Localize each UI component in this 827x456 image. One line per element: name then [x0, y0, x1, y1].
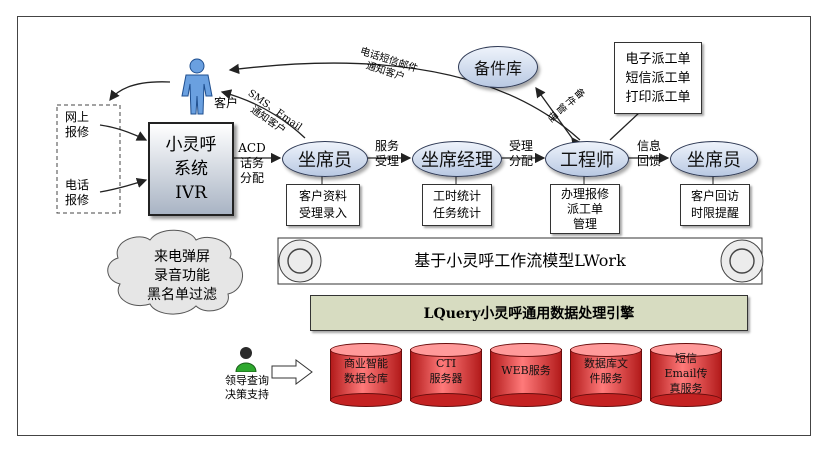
parts-store-node: 备件库 — [458, 46, 538, 88]
agent2-node: 坐席员 — [670, 141, 758, 177]
db1-line-1: 商业智能 — [344, 357, 388, 370]
acd-line-3: 分配 — [239, 171, 264, 185]
phone-report-label: 电话报修 — [64, 178, 89, 207]
cloud-line-2: 录音功能 — [154, 268, 210, 284]
info-feedback-line-1: 信息 — [636, 139, 661, 153]
data-engine-bar: LQuery小灵呼通用数据处理引擎 — [310, 295, 748, 331]
agent-function-box: 客户资料 受理录入 — [286, 184, 360, 226]
ivr-system-box: 小灵呼 系统 IVR — [148, 122, 234, 216]
acd-line-2: 话务 — [239, 156, 264, 170]
online-report-label: 网上报修 — [64, 110, 89, 139]
cloud-line-3: 黑名单过滤 — [147, 287, 217, 303]
agent-node: 坐席员 — [282, 141, 368, 177]
dispatch-type-sms: 短信派工单 — [625, 70, 691, 86]
service-accept-label: 服务 受理 — [370, 139, 404, 169]
report-channel-box — [56, 104, 121, 214]
customer-person-icon — [181, 58, 213, 115]
ivr-line-1: 小灵呼 — [165, 135, 217, 155]
info-feedback-line-2: 回馈 — [636, 154, 661, 168]
ivr-line-3: IVR — [175, 183, 207, 203]
agent-manager-node: 坐席经理 — [412, 141, 502, 177]
accept-dispatch-line-1: 受理 — [508, 139, 533, 153]
leader-person-icon — [235, 347, 257, 372]
db-file-service-db: 数据库文件服务 — [570, 343, 642, 407]
web-service-db: WEB服务 — [490, 343, 562, 407]
cti-server-db: CTI 服务器 — [410, 343, 482, 407]
db1-line-2: 数据仓库 — [344, 372, 388, 385]
leader-line-1: 领导查询 — [225, 374, 269, 387]
feature-cloud — [107, 229, 243, 315]
manager-function-line-2: 任务统计 — [432, 206, 481, 220]
service-accept-line-1: 服务 — [374, 139, 399, 153]
dispatch-types-box: 电子派工单 短信派工单 打印派工单 — [614, 42, 702, 114]
engineer-function-line-3: 管理 — [572, 216, 597, 231]
sms-email-fax-db: 短信 Email传真服务 — [650, 343, 722, 407]
db5-line-3: 真服务 — [669, 382, 703, 395]
engineer-function-box: 办理报修 派工单 管理 — [550, 184, 620, 234]
engineer-function-line-2: 派工单 — [566, 201, 603, 216]
agent2-function-line-1: 客户回访 — [690, 189, 739, 203]
db5-line-1: 短信 — [675, 352, 697, 365]
leader-line-2: 决策支持 — [225, 388, 269, 401]
db2-line-2: 服务器 — [429, 372, 463, 385]
ivr-line-2: 系统 — [174, 159, 208, 179]
agent-function-line-2: 受理录入 — [298, 206, 347, 220]
engineer-function-line-1: 办理报修 — [560, 186, 609, 201]
dispatch-type-print: 打印派工单 — [625, 89, 691, 105]
dispatch-type-electronic: 电子派工单 — [625, 51, 691, 67]
info-feedback-label: 信息 回馈 — [632, 139, 666, 169]
manager-function-box: 工时统计 任务统计 — [422, 184, 492, 226]
engineer-node: 工程师 — [545, 141, 629, 177]
db5-line-2: Email传 — [664, 367, 708, 380]
accept-dispatch-line-2: 分配 — [508, 154, 533, 168]
leader-label: 领导查询 决策支持 — [218, 374, 276, 402]
db2-line-1: CTI — [435, 357, 457, 370]
db4-line-1: 数据库文 — [584, 357, 628, 370]
agent2-function-line-2: 时限提醒 — [690, 206, 739, 220]
acd-label: ACD 话务 分配 — [236, 141, 268, 186]
agent2-function-box: 客户回访 时限提醒 — [680, 184, 750, 226]
bi-data-warehouse-db: 商业智能数据仓库 — [330, 343, 402, 407]
db3-line-1: WEB服务 — [501, 364, 551, 377]
manager-function-line-1: 工时统计 — [432, 189, 481, 203]
accept-dispatch-label: 受理 分配 — [504, 139, 538, 169]
acd-line-1: ACD — [238, 141, 266, 155]
cloud-line-1: 来电弹屏 — [154, 249, 210, 265]
agent-function-line-1: 客户资料 — [298, 189, 347, 203]
service-accept-line-2: 受理 — [374, 154, 399, 168]
workflow-model-label: 基于小灵呼工作流模型LWork — [414, 251, 626, 270]
feature-cloud-text: 来电弹屏 录音功能 黑名单过滤 — [128, 248, 236, 305]
customer-label: 客户 — [214, 96, 239, 110]
db4-line-2: 件服务 — [589, 372, 623, 385]
